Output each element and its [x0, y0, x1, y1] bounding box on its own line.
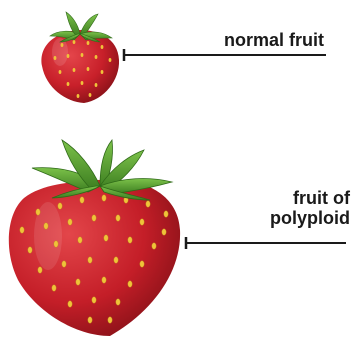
polyploid-strawberry-body — [9, 179, 180, 336]
polyploid-strawberry-icon — [9, 140, 180, 336]
normal-strawberry-body — [41, 30, 119, 103]
polyploid-fruit-label-line1: fruit of — [270, 188, 350, 208]
polyploid-fruit-label: fruit of polyploid — [270, 188, 350, 228]
polyploid-fruit-label-line2: polyploid — [270, 208, 350, 228]
normal-fruit-label: normal fruit — [224, 30, 324, 50]
normal-pointer — [124, 49, 326, 61]
normal-strawberry-icon — [41, 12, 119, 103]
polyploid-pointer — [186, 237, 346, 249]
